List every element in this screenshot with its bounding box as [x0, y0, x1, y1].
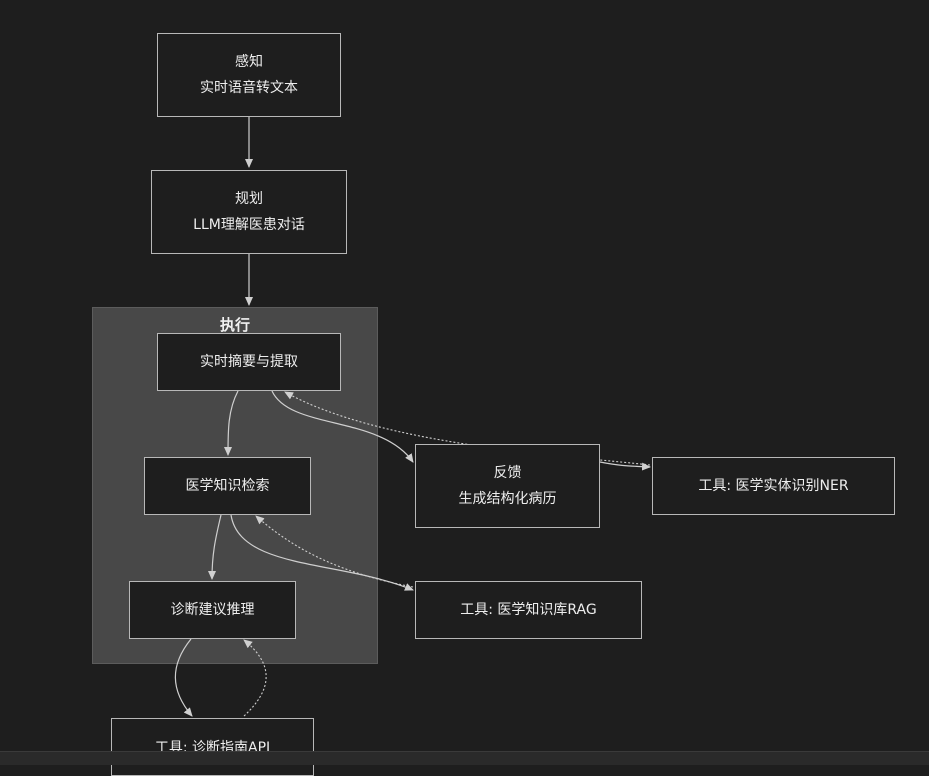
node-feedback-desc: 生成结构化病历 [458, 491, 557, 507]
node-retrieve[interactable]: 医学知识检索 [144, 457, 311, 515]
node-diagnose[interactable]: 诊断建议推理 [129, 581, 296, 639]
node-diagnose-label: 诊断建议推理 [170, 602, 255, 618]
node-perceive-title: 感知 [235, 54, 263, 70]
node-perceive-desc: 实时语音转文本 [200, 80, 298, 96]
node-retrieve-label: 医学知识检索 [185, 478, 270, 494]
node-plan-desc: LLM理解医患对话 [193, 217, 305, 233]
status-bar [0, 751, 929, 765]
execute-subgraph-title: 执行 [219, 316, 250, 334]
node-summarize[interactable]: 实时摘要与提取 [157, 333, 341, 391]
node-tool-rag[interactable]: 工具: 医学知识库RAG [415, 581, 642, 639]
node-summarize-label: 实时摘要与提取 [200, 354, 298, 370]
node-tool-ner-label: 工具: 医学实体识别NER [698, 478, 849, 494]
node-plan[interactable]: 规划 LLM理解医患对话 [151, 170, 347, 254]
node-tool-api[interactable]: 工具: 诊断指南API [111, 718, 314, 776]
node-feedback-title: 反馈 [493, 465, 522, 481]
node-plan-title: 规划 [235, 191, 263, 207]
edge-feedback-ner [599, 461, 651, 471]
node-perceive[interactable]: 感知 实时语音转文本 [157, 33, 341, 117]
node-tool-ner[interactable]: 工具: 医学实体识别NER [652, 457, 895, 515]
node-tool-rag-label: 工具: 医学知识库RAG [460, 602, 597, 618]
node-feedback[interactable]: 反馈 生成结构化病历 [415, 444, 600, 528]
